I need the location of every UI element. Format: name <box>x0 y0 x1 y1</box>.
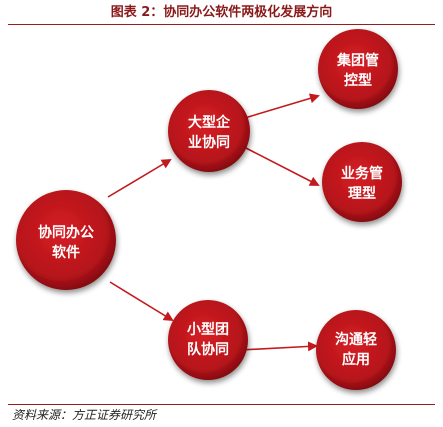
node-small-team <box>168 300 248 380</box>
node-group-line1: 集团管 <box>336 52 379 69</box>
node-group-line2: 控型 <box>344 72 372 89</box>
top-divider <box>8 24 435 25</box>
node-large-line2: 业协同 <box>188 134 230 151</box>
node-group-control <box>318 29 398 109</box>
node-large-line1: 大型企 <box>188 114 231 131</box>
node-communication-light-app <box>316 310 396 390</box>
arrow-small-to-comm <box>239 341 318 352</box>
node-comm-line2: 应用 <box>342 351 370 368</box>
arrow-root-to-small <box>109 281 174 322</box>
arrow-root-to-large <box>107 158 172 198</box>
source-note: 资料来源：方正证券研究所 <box>12 408 157 422</box>
node-small-line2: 队协同 <box>187 341 229 358</box>
arrow-large-to-group <box>237 93 320 121</box>
node-business-line2: 理型 <box>348 185 376 202</box>
figure-title: 图表 2：协同办公软件两极化发展方向 <box>110 5 333 20</box>
node-large-enterprise <box>168 90 250 172</box>
node-root-line1: 协同办公 <box>38 224 94 241</box>
arrow-large-to-business <box>241 145 320 186</box>
node-small-line1: 小型团 <box>187 321 229 338</box>
node-comm-line1: 沟通轻 <box>335 331 377 348</box>
node-business-management <box>322 142 402 222</box>
node-business-line1: 业务管 <box>341 165 383 182</box>
bottom-divider <box>8 404 435 405</box>
node-root <box>16 190 116 290</box>
node-root-line2: 软件 <box>52 244 80 261</box>
